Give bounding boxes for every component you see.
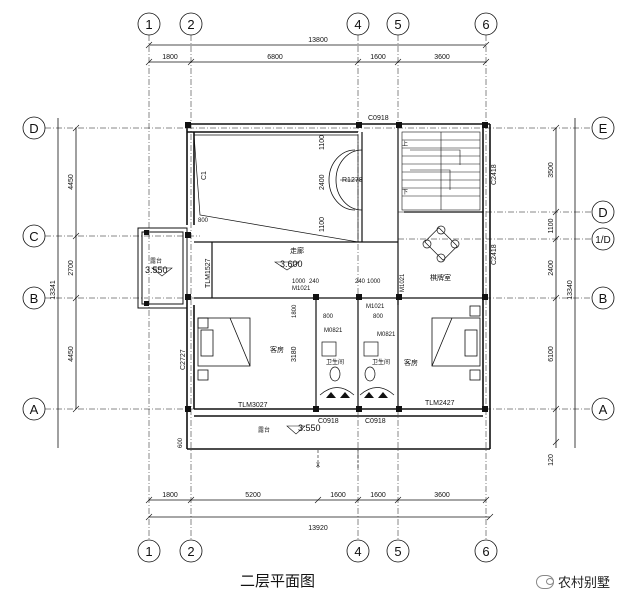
grid-label-left-C: C	[29, 229, 38, 244]
wechat-icon	[536, 574, 554, 589]
room-guest-left: 客房	[270, 345, 284, 354]
stair-up-label: 上	[402, 140, 408, 148]
room-corridor: 走廊	[290, 246, 304, 255]
dim-right-seg-2: 1100	[548, 218, 555, 233]
grid-label-bottom-5: 5	[394, 544, 401, 559]
dim-label-600: 600	[178, 437, 184, 448]
grid-label-top-5: 5	[394, 17, 401, 32]
dim-right-seg-3: 2400	[548, 260, 555, 276]
grid-label-left-D: D	[29, 121, 38, 136]
dim-label-3180: 3180	[291, 346, 298, 362]
grid-label-left-B: B	[30, 291, 39, 306]
x-mark: X	[316, 463, 320, 469]
dim-label-800-b: 800	[373, 314, 384, 320]
grid-bubble-bottom-6	[474, 539, 498, 563]
window-label-c2418-b: C2418	[491, 244, 498, 265]
door-label-tlm3027: TLM3027	[238, 402, 268, 409]
watermark: 农村别墅	[536, 572, 610, 591]
grid-label-left-A: A	[30, 402, 39, 417]
grid-bubble-right-1D	[591, 227, 615, 251]
dim-label-2400: 2400	[319, 174, 326, 190]
dim-right-seg-5: 120	[548, 454, 555, 466]
grid-bubble-right-A	[591, 397, 615, 421]
dim-label-1100-b: 1100	[319, 217, 326, 232]
grid-label-right-A: A	[599, 402, 608, 417]
grid-label-right-E: E	[599, 121, 608, 136]
grid-label-bottom-4: 4	[354, 544, 361, 559]
door-label-m0821-b: M0821	[377, 332, 396, 338]
dim-left-seg-2: 2700	[68, 260, 75, 276]
balcony-left: 露台	[150, 257, 162, 265]
dim-label-240-a: 240	[309, 279, 320, 285]
door-label-tlm1527: TLM1527	[205, 258, 212, 288]
dim-left-seg-3: 4450	[68, 346, 75, 362]
grid-bubble-right-E	[591, 116, 615, 140]
grid-label-top-1: 1	[145, 17, 152, 32]
room-guest-right: 客房	[404, 358, 418, 367]
stair-down-label: 下	[402, 189, 408, 196]
dim-right-overall: 13340	[567, 280, 574, 300]
room-bath-right: 卫生间	[372, 358, 390, 366]
arc-radius-label: R1278	[342, 177, 363, 184]
window-label-bottom-b: C0918	[365, 418, 386, 425]
grid-bubble-right-D	[591, 200, 615, 224]
window-label-c2727: C2727	[180, 349, 187, 370]
dim-top-seg-2: 6800	[267, 54, 283, 61]
dim-bottom-seg-1: 1800	[162, 492, 178, 499]
dim-label-1000-b: 1000	[367, 279, 381, 285]
grid-label-bottom-6: 6	[482, 544, 489, 559]
dim-label-800-c: 800	[198, 218, 209, 224]
grid-label-right-1D: 1/D	[595, 235, 611, 246]
dim-bottom-seg-4: 1600	[370, 492, 386, 499]
dim-bottom-seg-2: 5200	[245, 492, 261, 499]
dim-top-seg-3: 1600	[370, 54, 386, 61]
window-label-top: C0918	[368, 115, 389, 122]
balcony-bottom: 露台	[258, 426, 270, 434]
grid-bubble-bottom-1	[137, 539, 161, 563]
drawing-title: 二层平面图	[240, 572, 316, 590]
window-label-c2418-a: C2418	[491, 164, 498, 185]
dim-right-seg-4: 6100	[548, 346, 555, 362]
dim-bottom-seg-3: 1600	[330, 492, 346, 499]
dim-label-240-b: 240	[355, 279, 366, 285]
grid-label-top-2: 2	[187, 17, 194, 32]
door-label-m1021-b: M1021	[366, 304, 385, 310]
room-card-room: 棋牌室	[430, 273, 451, 282]
door-label-m0821-a: M0821	[324, 328, 343, 334]
door-label-m1021-a: M1021	[292, 286, 311, 292]
grid-bubble-right-B	[591, 286, 615, 310]
door-label-m1021-c: M1021	[400, 273, 406, 292]
dim-right-seg-1: 3500	[548, 162, 555, 178]
dim-label-1100-a: 1100	[319, 135, 326, 150]
grid-label-bottom-1: 1	[145, 544, 152, 559]
dim-top-overall: 13800	[308, 37, 328, 44]
room-bath-left: 卫生间	[326, 358, 344, 366]
dim-bottom-seg-5: 3600	[434, 492, 450, 499]
grid-label-top-4: 4	[354, 17, 361, 32]
dim-label-1800: 1800	[292, 304, 298, 318]
grid-bubble-bottom-2	[179, 539, 203, 563]
dim-label-800-a: 800	[323, 314, 334, 320]
grid-bubble-bottom-4	[346, 539, 370, 563]
window-label-c1: C1	[201, 171, 208, 180]
level-label-1: 3.550	[145, 265, 168, 275]
dim-bottom-overall: 13920	[308, 525, 328, 532]
grid-label-top-6: 6	[482, 17, 489, 32]
grid-bubble-bottom-5	[386, 539, 410, 563]
dim-left-seg-1: 4450	[68, 174, 75, 190]
grid-label-right-D: D	[598, 205, 607, 220]
dim-label-1000-a: 1000	[292, 279, 306, 285]
dim-top-seg-4: 3600	[434, 54, 450, 61]
dim-top-seg-1: 1800	[162, 54, 178, 61]
door-label-tlm2427: TLM2427	[425, 400, 455, 407]
grid-label-right-B: B	[599, 291, 608, 306]
window-label-bottom-a: C0918	[318, 418, 339, 425]
watermark-text: 农村别墅	[558, 576, 611, 591]
level-label-2: 3.600	[280, 259, 303, 269]
grid-label-bottom-2: 2	[187, 544, 194, 559]
level-label-3: 3.550	[298, 423, 321, 433]
dim-left-overall: 13341	[50, 280, 57, 300]
